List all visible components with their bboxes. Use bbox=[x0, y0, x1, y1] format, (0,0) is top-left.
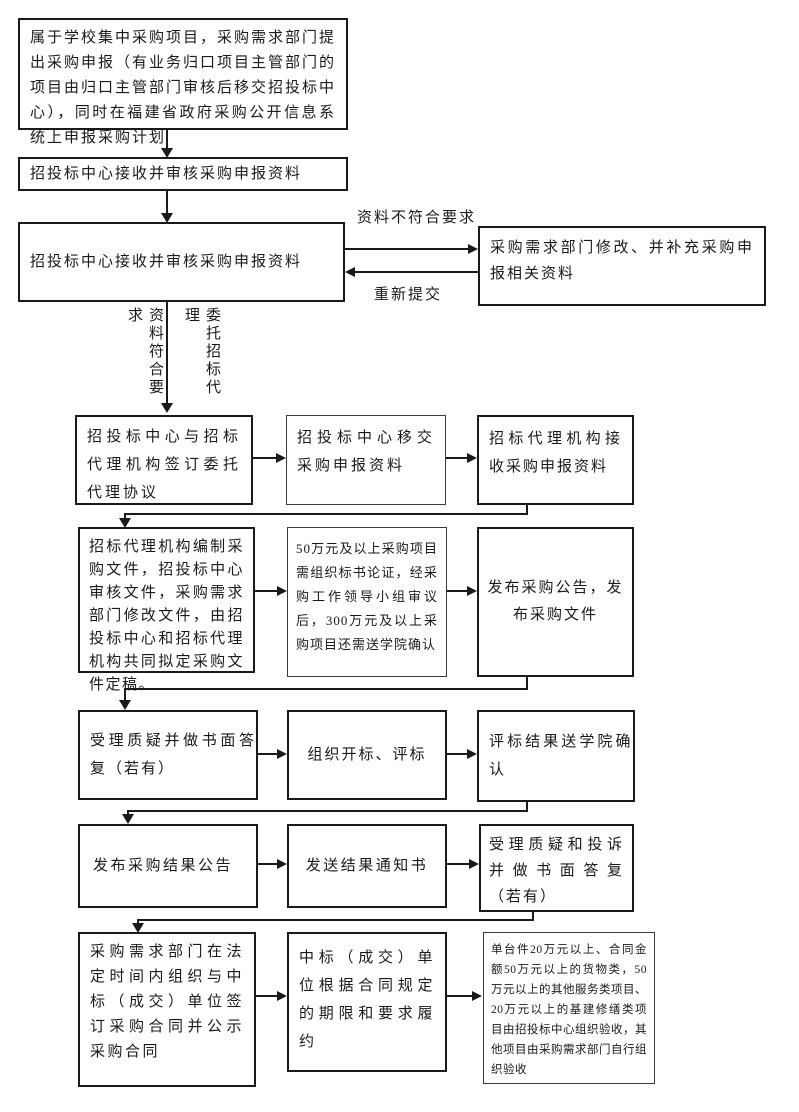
arrow-right-icon bbox=[468, 244, 478, 254]
flow-box-send-result-notice: 发送结果通知书 bbox=[287, 824, 447, 908]
connector-line bbox=[526, 505, 528, 515]
flow-box-publish-result-announcement: 发布采购结果公告 bbox=[78, 824, 258, 908]
connector-line bbox=[447, 590, 469, 592]
connector-line bbox=[253, 457, 278, 459]
flow-box-winner-perform-contract: 中标（成交）单位根据合同规定的期限和要求履约 bbox=[287, 932, 447, 1072]
connector-line bbox=[258, 863, 279, 865]
flow-box-center-transfer-material: 招投标中心移交采购申报资料 bbox=[286, 415, 446, 505]
connector-line bbox=[532, 912, 534, 921]
connector-line bbox=[124, 688, 126, 701]
flow-box-open-evaluate-bids: 组织开标、评标 bbox=[287, 710, 447, 800]
label-material-not-conform: 资料不符合要求 bbox=[357, 210, 477, 226]
label-resubmit: 重新提交 bbox=[374, 287, 443, 303]
arrow-right-icon bbox=[277, 859, 287, 869]
label-material-conform: 资料符合要求 bbox=[126, 307, 163, 397]
flow-box-prepare-purchase-documents: 招标代理机构编制采购文件，招投标中心审核文件，采购需求部门修改文件，由招投标中心… bbox=[78, 527, 255, 693]
flow-box-acceptance-inspection: 单台件20万元以上、合同金额50万元以上的货物类，50万元以上的其他服务类项目、… bbox=[483, 932, 655, 1084]
connector-line bbox=[137, 919, 534, 921]
arrow-right-icon bbox=[467, 453, 477, 463]
connector-line bbox=[446, 457, 469, 459]
connector-line bbox=[166, 302, 168, 404]
arrow-right-icon bbox=[277, 586, 287, 596]
flow-box-center-receive-review-2: 招投标中心接收并审核采购申报资料 bbox=[18, 222, 345, 302]
arrow-left-icon bbox=[345, 267, 355, 277]
connector-line bbox=[166, 130, 168, 149]
arrow-right-icon bbox=[472, 991, 482, 1001]
flow-box-center-receive-review-1: 招投标中心接收并审核采购申报资料 bbox=[18, 157, 348, 191]
flow-box-sign-agency-agreement: 招投标中心与招标代理机构签订委托代理协议 bbox=[75, 415, 253, 505]
connector-line bbox=[526, 802, 528, 812]
connector-line bbox=[137, 919, 139, 924]
arrow-down-icon bbox=[132, 923, 144, 933]
arrow-down-icon bbox=[122, 814, 134, 824]
arrow-right-icon bbox=[277, 991, 287, 1001]
connector-line bbox=[258, 753, 279, 755]
connector-line bbox=[127, 810, 528, 812]
arrow-down-icon bbox=[161, 403, 173, 413]
arrow-right-icon bbox=[276, 453, 286, 463]
arrow-down-icon bbox=[161, 213, 173, 223]
arrow-right-icon bbox=[469, 859, 479, 869]
flow-box-handle-queries-complaints: 受理质疑和投诉并做书面答复（若有） bbox=[479, 824, 634, 912]
flow-box-handle-queries: 受理质疑并做书面答复（若有） bbox=[78, 710, 258, 800]
connector-line bbox=[166, 191, 168, 214]
flow-box-agency-receive-material: 招标代理机构接收采购申报资料 bbox=[477, 415, 634, 505]
arrow-right-icon bbox=[467, 749, 477, 759]
flow-box-publish-announcement: 发布采购公告，发布采购文件 bbox=[477, 527, 634, 677]
connector-line bbox=[127, 810, 129, 815]
connector-line bbox=[124, 513, 528, 515]
connector-line bbox=[447, 995, 474, 997]
connector-line bbox=[354, 271, 478, 273]
flow-box-sign-publicize-contract: 采购需求部门在法定时间内组织与中标（成交）单位签订采购合同并公示采购合同 bbox=[78, 932, 256, 1087]
flow-box-result-to-college-confirm: 评标结果送学院确认 bbox=[477, 710, 635, 802]
connector-line bbox=[526, 677, 528, 690]
connector-line bbox=[447, 753, 469, 755]
connector-line bbox=[256, 995, 279, 997]
flow-box-bid-document-review: 50万元及以上采购项目需组织标书论证，经采购工作领导小组审议后，300万元及以上… bbox=[287, 527, 447, 677]
arrow-down-icon bbox=[119, 518, 131, 528]
arrow-down-icon bbox=[161, 148, 173, 158]
label-entrust-agency: 委托招标代理 bbox=[183, 307, 220, 397]
arrow-right-icon bbox=[467, 586, 477, 596]
arrow-right-icon bbox=[277, 749, 287, 759]
arrow-down-icon bbox=[119, 700, 131, 710]
connector-line bbox=[124, 688, 528, 690]
flow-box-dept-modify-supplement: 采购需求部门修改、并补充采购申报相关资料 bbox=[478, 226, 766, 306]
connector-line bbox=[255, 590, 279, 592]
connector-line bbox=[447, 863, 471, 865]
flow-box-declare-purchase: 属于学校集中采购项目，采购需求部门提出采购申报（有业务归口项目主管部门的项目由归… bbox=[18, 18, 348, 146]
connector-line bbox=[124, 513, 126, 519]
connector-line bbox=[345, 248, 469, 250]
